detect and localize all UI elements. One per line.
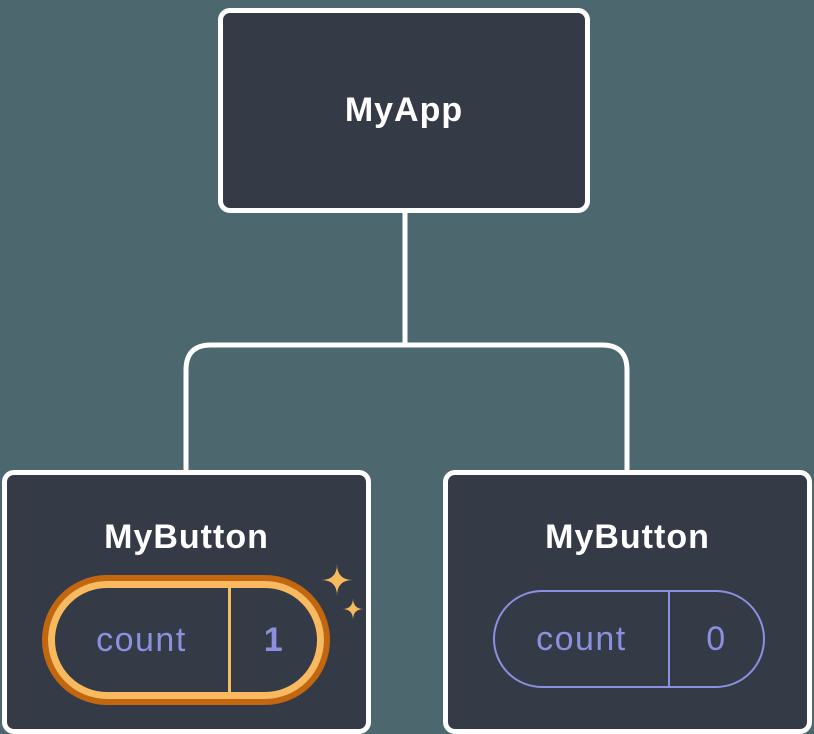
child-node-label: MyButton [104, 518, 269, 556]
component-node-mybutton-right: MyButton count 0 [443, 470, 812, 734]
state-name: count [55, 588, 231, 692]
child-node-label: MyButton [545, 518, 710, 556]
state-name: count [495, 592, 670, 686]
sparkles-icon [321, 564, 364, 620]
state-pill-highlighted: count 1 [48, 581, 324, 699]
state-value: 1 [263, 620, 285, 659]
component-node-root: MyApp [218, 8, 590, 213]
root-node-label: MyApp [344, 91, 464, 129]
component-node-mybutton-left: MyButton count 1 [2, 470, 371, 734]
state-pill: count 0 [493, 590, 765, 688]
state-value: 0 [706, 619, 727, 658]
